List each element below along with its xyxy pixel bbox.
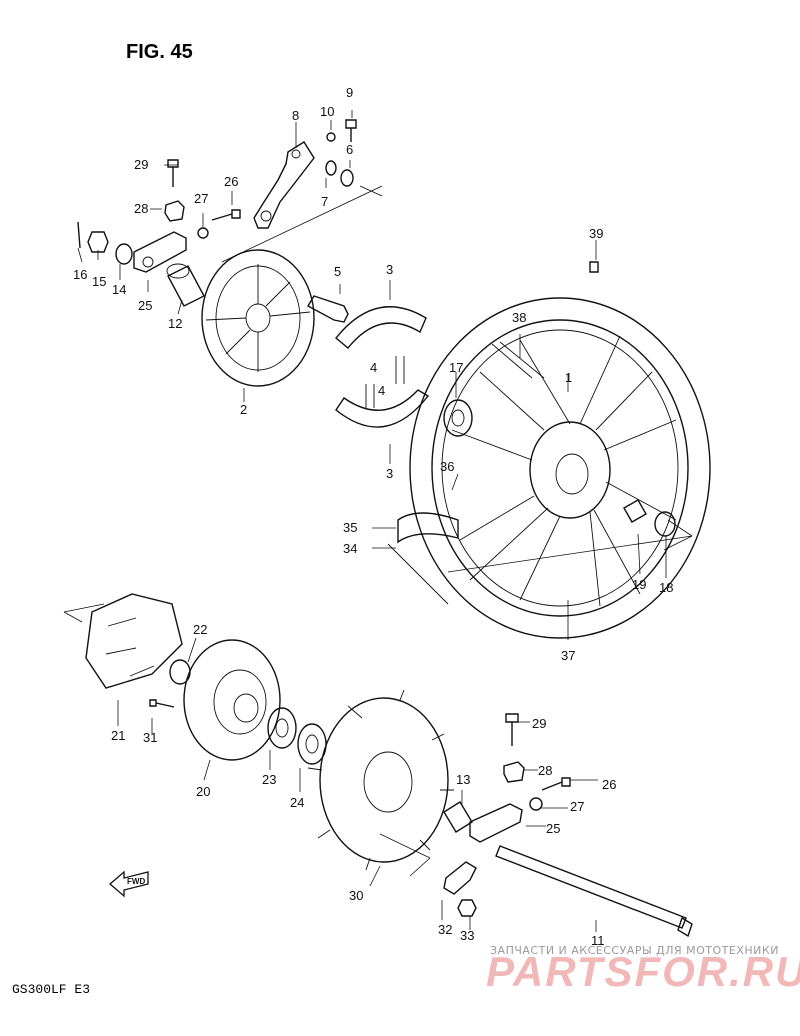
callout-15: 15 [92, 274, 106, 289]
callout-24: 24 [290, 795, 304, 810]
watermark: ЗАПЧАСТИ И АКСЕССУАРЫ ДЛЯ МОТОТЕХНИКИ PA… [486, 944, 800, 995]
watermark-tagline: ЗАПЧАСТИ И АКСЕССУАРЫ ДЛЯ МОТОТЕХНИКИ [490, 944, 779, 957]
callout-27-upper: 27 [194, 191, 208, 206]
callout-labels: 9 10 8 6 7 29 26 27 28 16 15 14 25 12 2 … [73, 85, 673, 948]
callout-11: 11 [591, 933, 605, 948]
callout-6: 6 [346, 142, 353, 157]
callout-4-lower: 4 [378, 383, 385, 398]
callout-27-lower: 27 [570, 799, 584, 814]
callout-31: 31 [143, 730, 157, 745]
callout-25-upper: 25 [138, 298, 152, 313]
callout-29-lower: 29 [532, 716, 546, 731]
callout-7: 7 [321, 194, 328, 209]
callout-28-upper: 28 [134, 201, 148, 216]
torque-link-parts [77, 119, 473, 437]
model-code: GS300LF E3 [12, 982, 90, 997]
callout-5: 5 [334, 264, 341, 279]
callout-39: 39 [589, 226, 603, 241]
callout-2: 2 [240, 402, 247, 417]
callout-25-lower: 25 [546, 821, 560, 836]
callout-37: 37 [561, 648, 575, 663]
leader-lines [63, 110, 693, 932]
callout-32: 32 [438, 922, 452, 937]
watermark-logo: PARTSFOR.RU [486, 948, 800, 995]
fwd-label: FWD [127, 877, 145, 886]
forward-direction-indicator: FWD [109, 870, 149, 898]
figure-title: FIG. 45 [126, 41, 193, 63]
callout-4-upper: 4 [370, 360, 377, 375]
callout-18: 18 [659, 580, 673, 595]
callout-34: 34 [343, 541, 357, 556]
callout-22: 22 [193, 622, 207, 637]
callout-16: 16 [73, 267, 87, 282]
callout-19: 19 [632, 577, 646, 592]
callout-21: 21 [111, 728, 125, 743]
callout-1: 1 [565, 370, 572, 385]
callout-10: 10 [320, 104, 334, 119]
rear-wheel-assembly [387, 261, 711, 639]
callout-17: 17 [449, 360, 463, 375]
callout-14: 14 [112, 282, 126, 297]
callout-3-upper: 3 [386, 262, 393, 277]
callout-29-upper: 29 [134, 157, 148, 172]
callout-9: 9 [346, 85, 353, 100]
callout-13: 13 [456, 772, 470, 787]
callout-26-upper: 26 [224, 174, 238, 189]
callout-20: 20 [196, 784, 210, 799]
callout-8: 8 [292, 108, 299, 123]
callout-23: 23 [262, 772, 276, 787]
callout-30: 30 [349, 888, 363, 903]
callout-26-lower: 26 [602, 777, 616, 792]
callout-36: 36 [440, 459, 454, 474]
sprocket-assembly [85, 593, 693, 938]
callout-28-lower: 28 [538, 763, 552, 778]
callout-12: 12 [168, 316, 182, 331]
callout-35: 35 [343, 520, 357, 535]
callout-33: 33 [460, 928, 474, 943]
callout-3-lower: 3 [386, 466, 393, 481]
callout-38: 38 [512, 310, 526, 325]
